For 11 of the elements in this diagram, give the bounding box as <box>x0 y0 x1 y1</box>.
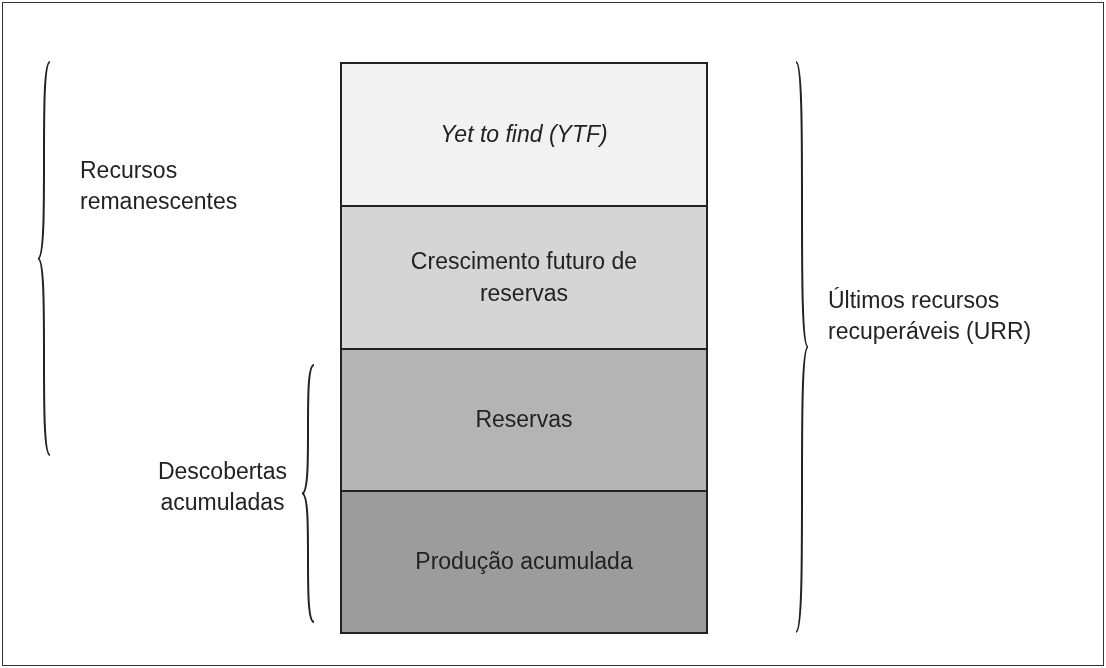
segment-label: Produção acumulada <box>415 547 633 577</box>
segment-label: Reservas <box>475 405 573 435</box>
segment-label: Yet to find (YTF) <box>440 119 608 149</box>
stacked-bar-segment <box>340 62 708 207</box>
brace-label: Últimos recursos recuperáveis (URR) <box>828 286 1033 347</box>
stacked-bar-segment <box>340 205 708 350</box>
brace-label: Descobertas acumuladas <box>156 457 289 518</box>
segment-label: Crescimento futuro de reservas <box>409 247 639 308</box>
brace-label: Recursos remanescentes <box>80 156 239 217</box>
stacked-bar-segment <box>340 348 708 492</box>
stacked-bar-segment <box>340 490 708 634</box>
